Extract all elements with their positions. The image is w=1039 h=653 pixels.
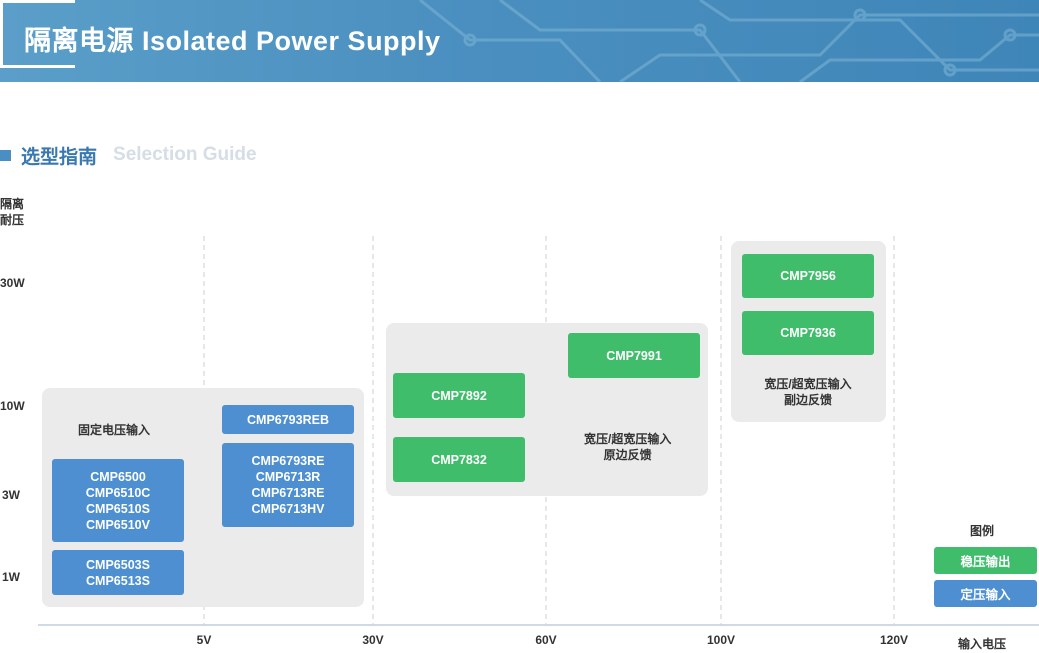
group-label-line: 原边反馈 <box>603 448 652 462</box>
y-tick-3w: 3W <box>2 488 20 502</box>
product-label: CMP7991 <box>606 348 662 363</box>
group-wide-secondary-label: 宽压/超宽压输入 副边反馈 <box>744 376 872 408</box>
product-box-cmp6793re[interactable]: CMP6793RE CMP6713R CMP6713RE CMP6713HV <box>222 443 354 527</box>
product-label: CMP6510V <box>86 517 150 532</box>
circuit-pattern-decoration <box>419 0 1039 82</box>
group-fixed-voltage-label: 固定电压输入 <box>78 423 151 437</box>
product-label: CMP6713RE <box>251 486 325 500</box>
section-marker-icon <box>0 149 11 161</box>
section-title-cn: 选型指南 <box>21 146 98 168</box>
product-label: CMP7892 <box>431 388 487 403</box>
product-box-cmp7892[interactable]: CMP7892 <box>393 373 525 418</box>
product-label: CMP6793REB <box>247 412 329 427</box>
product-label: CMP6503S <box>86 557 150 572</box>
product-label: CMP6513S <box>86 573 150 588</box>
product-label: CMP6500 <box>90 469 146 484</box>
product-label: CMP6510C <box>85 485 151 500</box>
group-label-line: 宽压/超宽压输入 <box>584 432 672 446</box>
title-frame-decoration <box>0 0 75 68</box>
page-title: 隔离电源 Isolated Power Supply <box>24 25 441 56</box>
y-axis-title: 隔离 耐压 <box>0 196 28 228</box>
product-box-cmp7936[interactable]: CMP7936 <box>742 311 874 355</box>
x-tick-5v: 5V <box>196 633 212 647</box>
product-label: CMP7832 <box>431 452 487 467</box>
product-label: CMP6713R <box>255 470 321 484</box>
x-tick-30v: 30V <box>362 633 384 647</box>
product-box-cmp7832[interactable]: CMP7832 <box>393 437 525 482</box>
x-axis-title: 输入电压 <box>958 637 1007 651</box>
product-box-cmp7956[interactable]: CMP7956 <box>742 254 874 298</box>
x-tick-60v: 60V <box>535 633 557 647</box>
product-box-cmp6500[interactable]: CMP6500 CMP6510C CMP6510S CMP6510V <box>52 459 184 542</box>
product-label: CMP6510S <box>86 501 150 516</box>
product-box-cmp7991[interactable]: CMP7991 <box>568 333 700 378</box>
section-title-en: Selection Guide <box>113 144 257 165</box>
y-tick-1w: 1W <box>2 570 20 584</box>
product-box-cmp6793reb[interactable]: CMP6793REB <box>222 405 354 434</box>
legend-title: 图例 <box>970 524 995 538</box>
y-tick-10w: 10W <box>0 399 25 413</box>
section-header: 选型指南 Selection Guide <box>0 140 257 170</box>
legend-item-regulated-output: 稳压输出 <box>934 547 1037 574</box>
product-label: CMP6713HV <box>251 502 325 516</box>
product-box-cmp6503s[interactable]: CMP6503S CMP6513S <box>52 550 184 595</box>
y-axis-title-line2: 耐压 <box>0 213 25 227</box>
product-label: CMP7936 <box>780 326 836 340</box>
group-label-line: 副边反馈 <box>783 393 832 407</box>
header-banner: 隔离电源 Isolated Power Supply <box>0 0 1039 82</box>
y-tick-30w: 30W <box>0 276 25 290</box>
x-tick-120v: 120V <box>879 633 909 647</box>
group-label-line: 宽压/超宽压输入 <box>764 377 852 391</box>
product-label: CMP7956 <box>780 269 836 283</box>
x-tick-100v: 100V <box>706 633 736 647</box>
y-axis-title-line1: 隔离 <box>0 197 25 211</box>
group-wide-primary-label: 宽压/超宽压输入 原边反馈 <box>584 431 671 463</box>
legend-item-fixed-input: 定压输入 <box>934 580 1037 607</box>
product-label: CMP6793RE <box>251 454 325 468</box>
